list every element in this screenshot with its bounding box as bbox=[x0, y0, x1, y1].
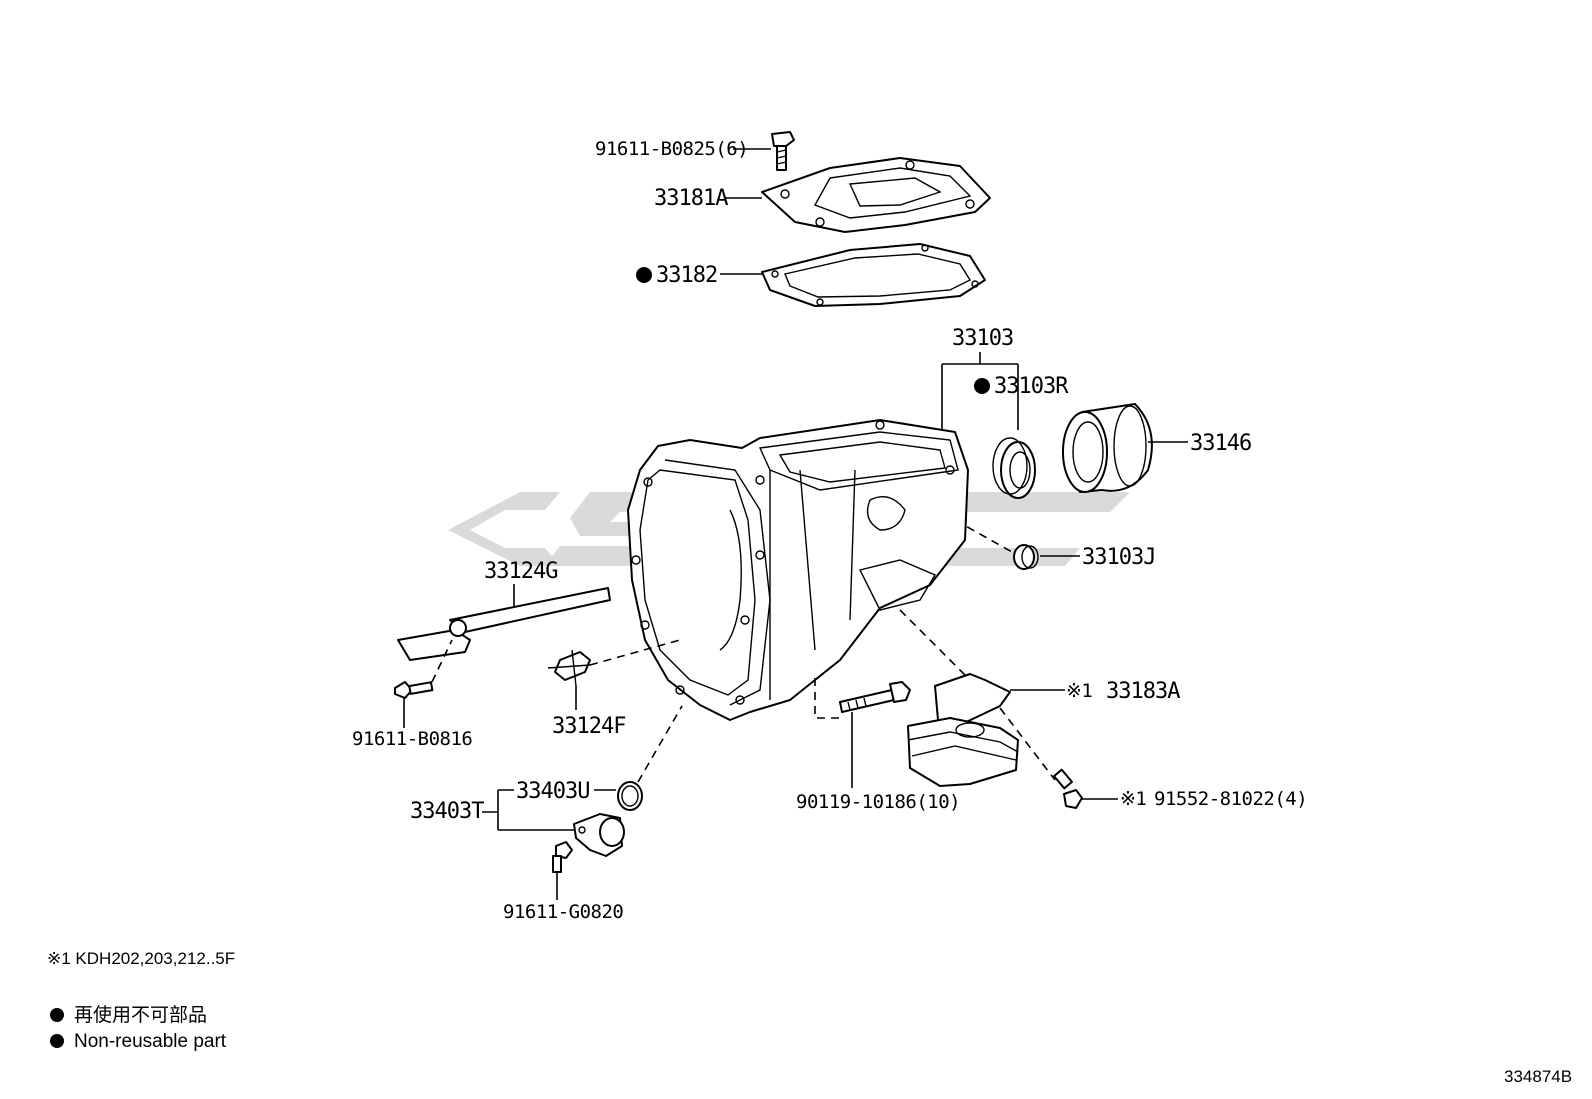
label-bolt-mount[interactable]: 91552-81022(4) bbox=[1154, 788, 1308, 810]
label-shift-guide[interactable]: 33124G bbox=[484, 559, 558, 584]
label-case-assy[interactable]: 33103 bbox=[952, 326, 1014, 351]
drawing-number: 334874B bbox=[1504, 1067, 1572, 1086]
shift-guide-part[interactable] bbox=[397, 587, 611, 661]
pin-part[interactable] bbox=[547, 649, 591, 687]
label-sensor-assy[interactable]: 33403T bbox=[410, 799, 485, 824]
label-o-ring[interactable]: 33403U bbox=[516, 779, 590, 804]
dash-bolt-mount bbox=[999, 707, 1056, 781]
bolt-guide-part[interactable] bbox=[394, 681, 434, 699]
mark-note-bolt-mount: ※1 bbox=[1120, 788, 1146, 810]
bolt-cover-part[interactable] bbox=[771, 131, 795, 171]
dash-o-ring bbox=[637, 705, 683, 783]
oil-seal-part[interactable] bbox=[992, 437, 1036, 499]
bolt-mount-part[interactable] bbox=[1053, 768, 1083, 809]
bracket-sensor-assy bbox=[482, 789, 580, 831]
plug-part[interactable] bbox=[1013, 544, 1039, 570]
mount-part[interactable] bbox=[907, 673, 1019, 787]
legend-en: Non-reusable part bbox=[74, 1031, 227, 1052]
gasket-part[interactable] bbox=[761, 243, 986, 307]
legend-jp: 再使用不可部品 bbox=[74, 1004, 207, 1026]
dash-stud-bolt bbox=[814, 678, 845, 719]
label-oil-seal[interactable]: 33103R bbox=[994, 374, 1070, 399]
bearing-retainer-part[interactable] bbox=[1062, 403, 1153, 493]
note-kdh: ※1 KDH202,203,212..5F bbox=[47, 949, 235, 968]
sensor-part[interactable] bbox=[573, 813, 625, 857]
stud-bolt-part[interactable] bbox=[839, 681, 911, 713]
dash-plug bbox=[954, 519, 1013, 553]
mark-note-mount: ※1 bbox=[1066, 680, 1092, 702]
cover-plate-part[interactable] bbox=[761, 157, 991, 233]
label-gasket[interactable]: 33182 bbox=[656, 263, 718, 288]
label-bolt-guide[interactable]: 91611-B0816 bbox=[352, 728, 473, 750]
label-cover[interactable]: 33181A bbox=[654, 186, 729, 211]
transmission-case-part[interactable] bbox=[627, 419, 969, 721]
nonreusable-dot-oil-seal bbox=[974, 378, 990, 394]
label-bolt-sensor[interactable]: 91611-G0820 bbox=[503, 901, 624, 923]
label-pin[interactable]: 33124F bbox=[552, 714, 626, 739]
label-stud-bolt[interactable]: 90119-10186(10) bbox=[796, 791, 961, 813]
bolt-sensor-part[interactable] bbox=[552, 841, 573, 873]
label-bearing-retainer[interactable]: 33146 bbox=[1190, 431, 1252, 456]
nonreusable-dot-gasket bbox=[636, 267, 652, 283]
label-bolt-cover[interactable]: 91611-B0825(6) bbox=[595, 138, 749, 160]
dash-mount bbox=[899, 609, 981, 691]
o-ring-part[interactable] bbox=[617, 781, 643, 811]
legend-dot-jp bbox=[50, 1008, 64, 1022]
label-mount[interactable]: 33183A bbox=[1106, 679, 1181, 704]
legend-dot-en bbox=[50, 1034, 64, 1048]
dash-pin bbox=[589, 639, 681, 666]
label-plug[interactable]: 33103J bbox=[1082, 545, 1156, 570]
bracket-case-assy bbox=[941, 352, 1019, 440]
dash-bolt-guide bbox=[431, 639, 453, 683]
